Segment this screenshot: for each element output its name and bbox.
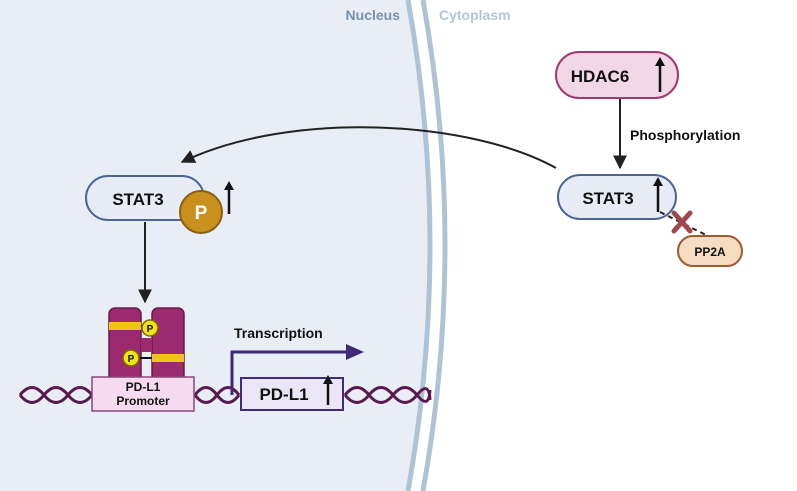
up-arrow-icon [224,181,234,214]
dimer-phospho-icon-1: P [141,319,159,337]
hdac6-node: HDAC6 [555,51,679,99]
pd-l1-promoter-box: PD-L1 Promoter [91,376,195,412]
pd-l1-gene-label: PD-L1 [259,385,308,404]
nuclear-membrane-inner [420,0,448,491]
promoter-label-line2: Promoter [116,394,170,408]
dimer-phospho-label-1: P [147,324,154,335]
hdac6-label: HDAC6 [571,67,630,86]
nucleus-label: Nucleus [346,7,401,23]
pp2a-label: PP2A [694,245,726,259]
nucleus-region [0,0,430,491]
pp2a-node: PP2A [677,235,743,267]
stat3-cytoplasm-label: STAT3 [582,189,633,208]
inhibition-x-icon [671,210,693,234]
up-arrow-icon [655,57,665,92]
cytoplasm-label: Cytoplasm [439,7,511,23]
transcription-label: Transcription [234,325,323,341]
transcription-arrow-icon [230,344,364,395]
dna-helix-icon [18,386,432,404]
dimer-phospho-label-2: P [128,354,135,365]
phosphorylation-label: Phosphorylation [630,127,740,143]
up-arrow-icon [653,177,663,212]
nuclear-membrane-outer [405,0,433,491]
promoter-label-line1: PD-L1 [126,380,161,394]
stat3-nucleus-label: STAT3 [112,190,163,209]
up-arrow-icon [323,375,333,405]
stat3-nucleus-node: STAT3 [85,175,205,221]
dimer-phospho-icon-2: P [122,349,140,367]
stat3-cytoplasm-node: STAT3 [557,174,677,220]
phospho-icon: P [179,190,223,234]
pd-l1-gene-box: PD-L1 [240,375,344,411]
phospho-label: P [195,203,208,224]
nuclear-translocation-arrow [180,126,557,169]
